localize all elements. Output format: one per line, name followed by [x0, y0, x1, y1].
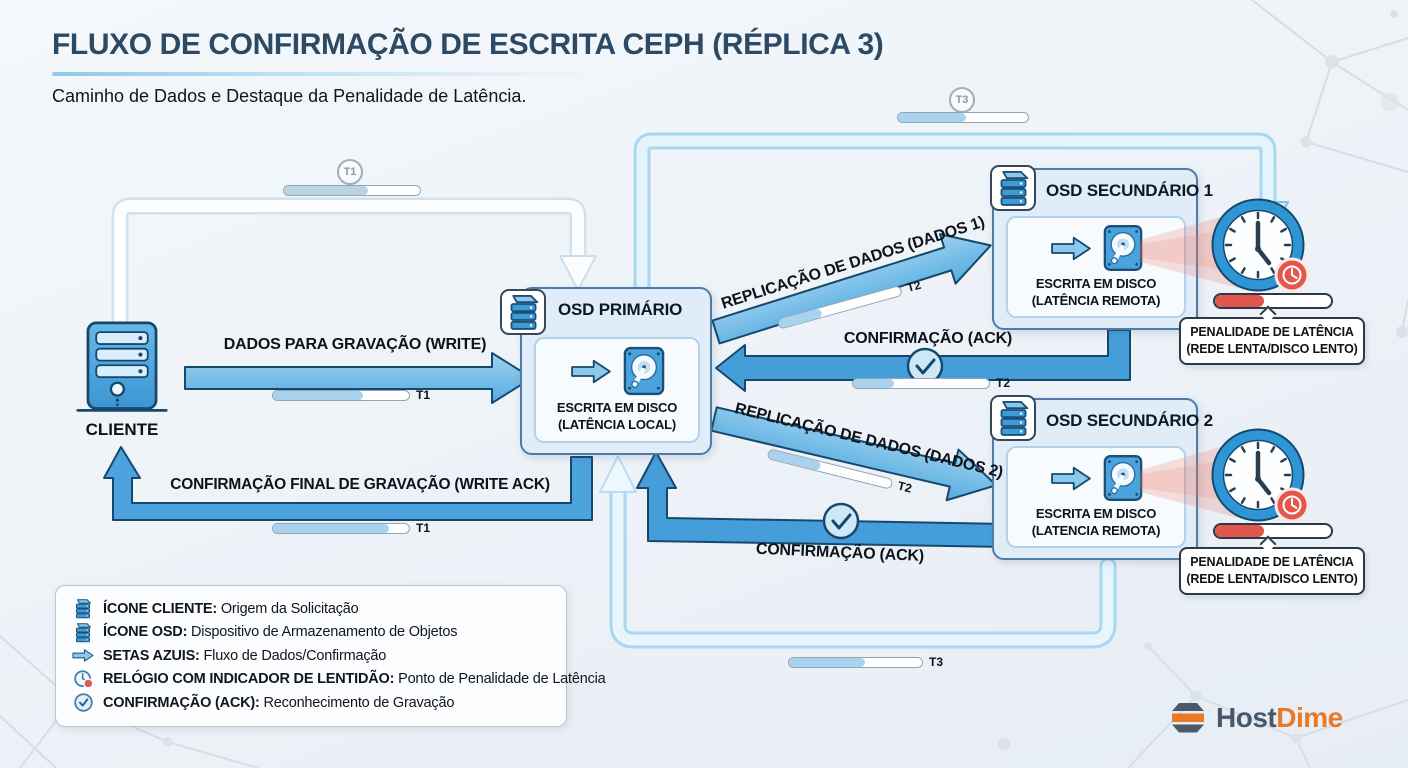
osd-primary-inner: ESCRITA EM DISCO(LATÊNCIA LOCAL)	[534, 337, 700, 443]
t3-top-arrowhead	[1247, 201, 1289, 243]
penalty-callout: PENALIDADE DE LATÊNCIA(REDE LENTA/DISCO …	[1179, 547, 1365, 595]
page-title: FLUXO DE CONFIRMAÇÃO DE ESCRITA CEPH (RÉ…	[52, 28, 884, 61]
osd-secondary1-inner: ESCRITA EM DISCO(LATÊNCIA REMOTA)	[1006, 216, 1186, 318]
slow-clock-icon	[1213, 430, 1309, 522]
disk-icon	[1103, 454, 1143, 502]
timer-t1-ack: T1	[272, 522, 430, 534]
timer-t1-write-fill	[273, 390, 363, 400]
penalty-bar-fill	[1215, 295, 1264, 307]
penalty-bar-fill	[1215, 525, 1264, 537]
blue-arrow-icon	[72, 648, 94, 663]
osd-secondary1-title: OSD SECUNDÁRIO 1	[1046, 181, 1213, 200]
penalty-bar	[1213, 293, 1333, 309]
timer-t3-path-fill	[898, 113, 966, 122]
osd-secondary1-box: OSD SECUNDÁRIO 1 ESCRITA EM DISCO(LATÊNC…	[990, 165, 1213, 330]
osd-stack-icon	[72, 622, 94, 643]
slow-clock-icon	[72, 669, 94, 690]
timer-t1-write: T1	[272, 389, 430, 401]
timer-t2-rep2-fill	[767, 448, 822, 471]
ack-check-icon	[72, 692, 94, 713]
osd-secondary2-box: OSD SECUNDÁRIO 2 ESCRITA EM DISCO(LATENC…	[990, 395, 1213, 560]
osd-secondary2-caption: ESCRITA EM DISCO(LATENCIA REMOTA)	[1031, 506, 1161, 538]
osd-primary-caption: ESCRITA EM DISCO(LATÊNCIA LOCAL)	[556, 400, 678, 432]
timer-badge-t3: T3	[949, 87, 975, 113]
logo-text-dime: Dime	[1276, 702, 1343, 733]
osd-primary-box: OSD PRIMÁRIO ESCRITA EM DISCO(LATÊNCIA L…	[500, 287, 712, 455]
osd-stack-icon	[990, 395, 1036, 441]
penalty-callout: PENALIDADE DE LATÊNCIA(REDE LENTA/DISCO …	[1179, 317, 1365, 365]
disk-icon	[1103, 224, 1143, 272]
hostdime-logo-icon	[1172, 703, 1204, 733]
ack2-check-icon	[822, 502, 860, 540]
disk-icon	[623, 346, 665, 396]
timer-t1-path	[283, 185, 421, 196]
osd-primary-title: OSD PRIMÁRIO	[558, 300, 683, 319]
ack2-flow-label: CONFIRMAÇÃO (ACK)	[755, 540, 925, 566]
timer-t3-path	[897, 112, 1029, 123]
replication2-flow-label: REPLICAÇÃO DE DADOS (DADOS 2)	[733, 400, 1005, 482]
write-arrow-icon	[569, 358, 613, 385]
timer-t1-path-fill	[284, 186, 369, 195]
write-flow-label: DADOS PARA GRAVAÇÃO (WRITE)	[223, 336, 487, 353]
client-label: CLIENTE	[85, 420, 159, 439]
timer-t3-return: T3	[788, 656, 943, 668]
title-underline	[52, 72, 597, 76]
osd-secondary2-title: OSD SECUNDÁRIO 2	[1046, 411, 1213, 430]
osd-stack-icon	[500, 289, 546, 335]
logo-text-host: Host	[1216, 702, 1277, 733]
write-ack-flow-label: CONFIRMAÇÃO FINAL DE GRAVAÇÃO (WRITE ACK…	[170, 476, 550, 493]
osd-secondary2-inner: ESCRITA EM DISCO(LATENCIA REMOTA)	[1006, 446, 1186, 548]
page-subtitle: Caminho de Dados e Destaque da Penalidad…	[52, 86, 527, 106]
legend-item: ÍCONE OSD: Dispositivo de Armazenamento …	[72, 621, 566, 645]
legend-item: SETAS AZUIS: Fluxo de Dados/Confirmação	[72, 644, 566, 668]
timer-t3-return-fill	[789, 657, 865, 667]
penalty-bar	[1213, 523, 1333, 539]
hostdime-logo: HostDime	[1168, 698, 1343, 738]
osd-stack-icon	[990, 165, 1036, 211]
timer-t2-rep1-fill	[777, 307, 823, 329]
client-stack-icon	[72, 598, 94, 619]
timer-t1-ack-fill	[273, 523, 389, 533]
t3-return-arrowhead	[599, 455, 637, 493]
legend-box: ÍCONE CLIENTE: Origem da Solicitação ÍCO…	[55, 585, 606, 727]
timer-badge-t1: T1	[337, 159, 363, 185]
osd-secondary1-caption: ESCRITA EM DISCO(LATÊNCIA REMOTA)	[1031, 276, 1161, 308]
legend-item: ÍCONE CLIENTE: Origem da Solicitação	[72, 597, 566, 621]
timer-t2-ack1-fill	[853, 378, 894, 388]
timer-t2-ack1: T2	[852, 377, 1010, 389]
write-arrow-icon	[1049, 235, 1093, 262]
legend-item: RELÓGIO COM INDICADOR DE LENTIDÃO: Ponto…	[72, 668, 606, 692]
t1-path-arrowhead	[559, 255, 597, 291]
ack1-flow-label: CONFIRMAÇÃO (ACK)	[843, 330, 1013, 347]
write-arrow-icon	[1049, 465, 1093, 492]
legend-item: CONFIRMAÇÃO (ACK): Reconhecimento de Gra…	[72, 691, 566, 715]
slow-clock-icon	[1213, 200, 1309, 292]
client-icon	[76, 318, 168, 418]
